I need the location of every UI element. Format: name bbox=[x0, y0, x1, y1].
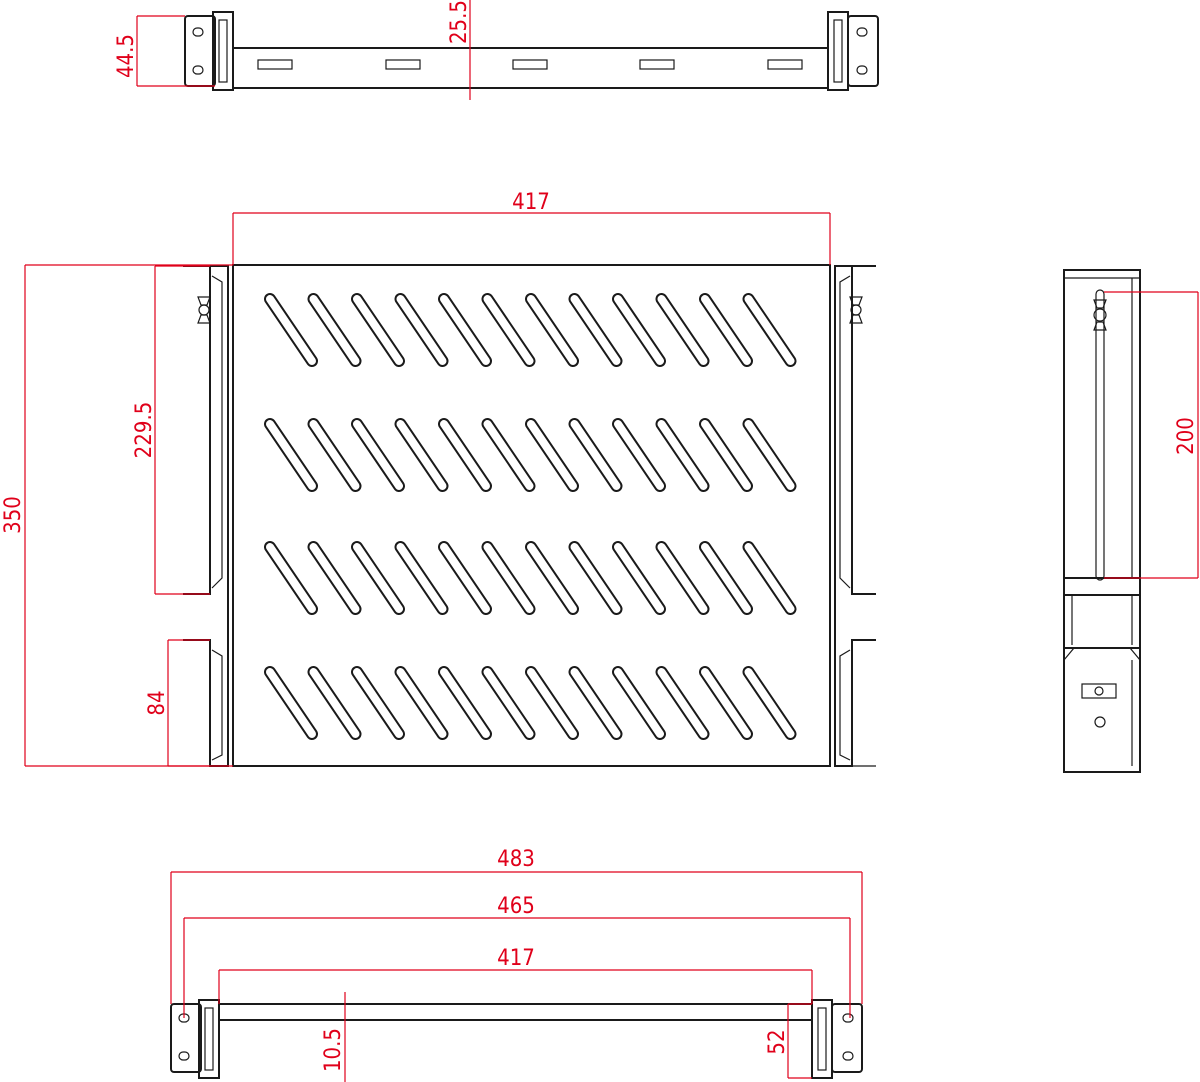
vent-slot bbox=[568, 541, 623, 615]
front-slot bbox=[385, 59, 421, 70]
vent-slot bbox=[394, 418, 449, 492]
vent-slot bbox=[394, 666, 449, 740]
vent-slot bbox=[525, 418, 579, 492]
dim-thickness-10-5: 10.5 bbox=[321, 1028, 346, 1072]
bottom-shelf-edge bbox=[218, 1003, 813, 1021]
vent-slot bbox=[351, 541, 405, 615]
front-slot bbox=[639, 59, 675, 70]
vent-slot bbox=[351, 418, 405, 492]
vent-slot bbox=[394, 541, 449, 615]
vent-slot bbox=[307, 293, 362, 367]
dim-height-44-5: 44.5 bbox=[114, 34, 139, 78]
vent-slots bbox=[264, 293, 797, 740]
bottom-left-ear bbox=[170, 1003, 202, 1073]
top-view: 417 350 229.5 84 bbox=[1, 190, 876, 767]
side-bracket-latch bbox=[1081, 683, 1117, 699]
vent-slot bbox=[525, 541, 579, 615]
dim-depth-25-5: 25.5 bbox=[447, 0, 472, 44]
vent-slot bbox=[525, 666, 579, 740]
right-ear-hole-bottom bbox=[856, 65, 868, 75]
left-ear-hole-bottom bbox=[192, 65, 204, 75]
vent-slot bbox=[264, 418, 318, 492]
right-ear-hole-top bbox=[856, 27, 868, 37]
vent-slot bbox=[525, 293, 579, 367]
bottom-left-handle bbox=[198, 999, 220, 1079]
vent-slot bbox=[742, 666, 797, 740]
front-view: 44.5 25.5 bbox=[114, 0, 879, 100]
right-rail bbox=[834, 265, 876, 767]
front-slot bbox=[257, 59, 293, 70]
left-rail bbox=[183, 265, 229, 767]
vent-slot bbox=[612, 666, 666, 740]
vent-slot bbox=[742, 293, 797, 367]
vent-slot bbox=[481, 293, 536, 367]
side-slot bbox=[1095, 289, 1105, 581]
side-knob bbox=[1093, 308, 1107, 322]
dim-bracket-84: 84 bbox=[145, 690, 170, 715]
vent-slot bbox=[307, 666, 362, 740]
dim-rail-229-5: 229.5 bbox=[132, 402, 157, 459]
left-handle bbox=[212, 11, 234, 91]
dim-mounting-465: 465 bbox=[497, 894, 535, 919]
right-ear bbox=[847, 15, 879, 87]
vent-slot bbox=[438, 418, 492, 492]
shelf-plate bbox=[232, 264, 831, 767]
vent-slot bbox=[264, 541, 318, 615]
vent-slot bbox=[655, 666, 710, 740]
bottom-view: 483 465 417 10.5 52 bbox=[170, 847, 863, 1082]
dim-depth-350: 350 bbox=[1, 496, 26, 534]
dim-slot-200: 200 bbox=[1174, 417, 1199, 455]
right-handle-inner bbox=[833, 19, 843, 83]
vent-slot bbox=[742, 418, 797, 492]
left-ear bbox=[184, 15, 216, 87]
dim-overall-483: 483 bbox=[497, 847, 535, 872]
side-view: 200 bbox=[1063, 269, 1199, 773]
vent-slot bbox=[481, 541, 536, 615]
vent-slot bbox=[307, 541, 362, 615]
dim-shelf-417-bottom: 417 bbox=[497, 946, 535, 971]
vent-slot bbox=[742, 541, 797, 615]
left-wing-nut bbox=[197, 296, 211, 324]
vent-slot bbox=[699, 418, 753, 492]
vent-slot bbox=[438, 541, 492, 615]
vent-slot bbox=[612, 541, 666, 615]
vent-slot bbox=[481, 418, 536, 492]
front-slot bbox=[767, 59, 803, 70]
vent-slot bbox=[568, 293, 623, 367]
vent-slot bbox=[655, 541, 710, 615]
dim-offset-52: 52 bbox=[765, 1029, 790, 1054]
vent-slot bbox=[264, 666, 318, 740]
side-body bbox=[1063, 269, 1141, 773]
vent-slot bbox=[438, 666, 492, 740]
dim-width-417-top: 417 bbox=[512, 190, 550, 215]
vent-slot bbox=[655, 293, 710, 367]
vent-slot bbox=[264, 293, 318, 367]
vent-slot bbox=[438, 293, 492, 367]
vent-slot bbox=[699, 541, 753, 615]
right-wing-nut bbox=[849, 296, 863, 324]
vent-slot bbox=[612, 293, 666, 367]
vent-slot bbox=[612, 418, 666, 492]
vent-slot bbox=[351, 293, 405, 367]
front-slot bbox=[512, 59, 548, 70]
side-bracket-hole bbox=[1094, 716, 1106, 728]
vent-slot bbox=[699, 293, 753, 367]
left-ear-hole-top bbox=[192, 27, 204, 37]
vent-slot bbox=[394, 293, 449, 367]
left-handle-inner bbox=[218, 19, 228, 83]
vent-slot bbox=[481, 666, 536, 740]
vent-slot bbox=[699, 666, 753, 740]
vent-slot bbox=[351, 666, 405, 740]
vent-slot bbox=[568, 666, 623, 740]
right-handle bbox=[827, 11, 849, 91]
vent-slot bbox=[568, 418, 623, 492]
vent-slot bbox=[655, 418, 710, 492]
bottom-right-handle bbox=[811, 999, 833, 1079]
vent-slot bbox=[307, 418, 362, 492]
